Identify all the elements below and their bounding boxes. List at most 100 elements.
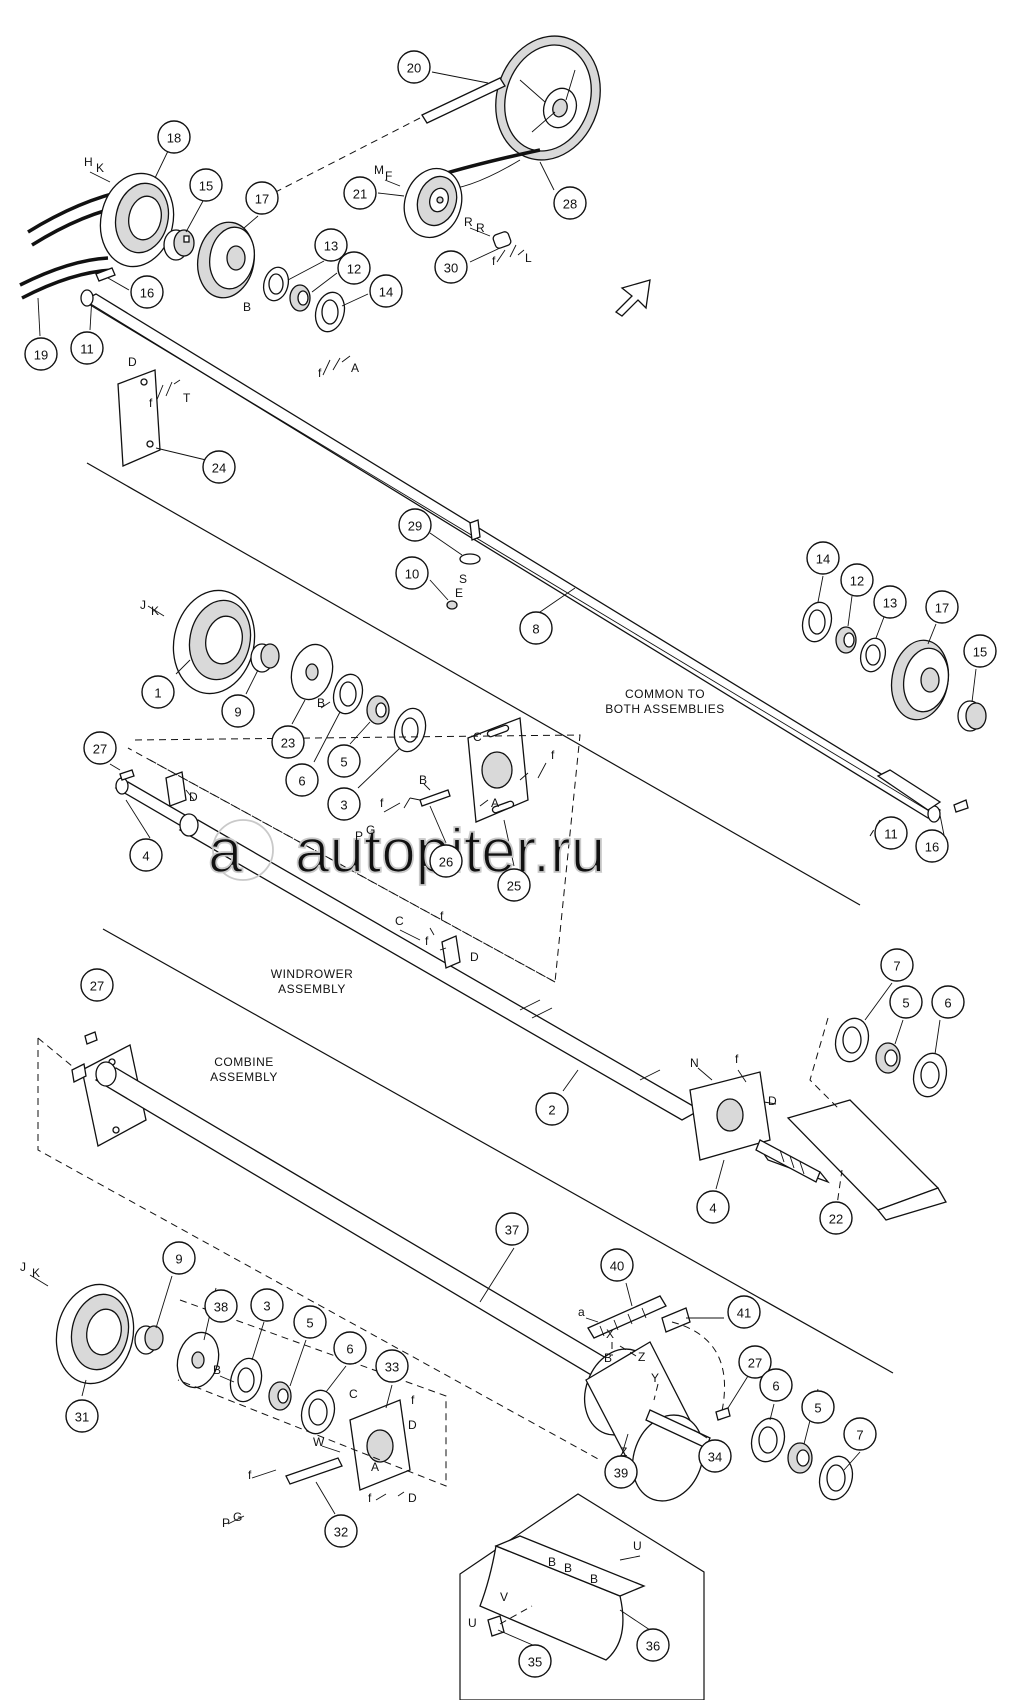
callout-10: 10 xyxy=(395,556,429,590)
reference-letter: f xyxy=(735,1052,739,1066)
reference-letter: a xyxy=(578,1305,585,1319)
callout-13: 13 xyxy=(873,585,907,619)
drive-chain xyxy=(439,148,541,177)
callout-17: 17 xyxy=(245,181,279,215)
callout-number: 6 xyxy=(298,774,305,789)
caption-common-line2: BOTH ASSEMBLIES xyxy=(605,702,725,716)
hub-15 xyxy=(163,229,195,261)
caption-common-line1: COMMON TO xyxy=(625,687,705,701)
callout-41: 41 xyxy=(727,1295,761,1329)
callout-35: 35 xyxy=(518,1644,552,1678)
callout-number: 27 xyxy=(90,979,104,994)
windrower-right-parts xyxy=(562,982,948,1221)
callout-number: 27 xyxy=(748,1356,762,1371)
callout-number: 40 xyxy=(610,1259,624,1274)
reference-letter: B xyxy=(548,1555,556,1569)
callout-number: 16 xyxy=(140,286,154,301)
callout-number: 7 xyxy=(856,1428,863,1443)
caption-combine-line1: COMBINE xyxy=(214,1055,274,1069)
reference-letter: B xyxy=(564,1561,572,1575)
callout-number: 5 xyxy=(814,1401,821,1416)
reference-letter: D xyxy=(768,1094,777,1108)
callout-34: 34 xyxy=(698,1439,732,1473)
callout-11: 11 xyxy=(874,816,908,850)
callout-12: 12 xyxy=(840,563,874,597)
callout-number: 9 xyxy=(234,705,241,720)
callout-7: 7 xyxy=(843,1417,877,1451)
reference-letter: U xyxy=(633,1539,642,1553)
reference-letter: f xyxy=(380,796,384,810)
callout-number: 41 xyxy=(737,1306,751,1321)
callout-number: 30 xyxy=(444,261,458,276)
reference-letter: P xyxy=(355,829,363,843)
callout-25: 25 xyxy=(497,868,531,902)
callout-17: 17 xyxy=(925,590,959,624)
callout-number: 13 xyxy=(324,239,338,254)
callout-8: 8 xyxy=(519,611,553,645)
callout-3: 3 xyxy=(250,1288,284,1322)
sprocket-17 xyxy=(196,221,256,299)
reference-letter: f xyxy=(425,934,429,948)
callout-24: 24 xyxy=(202,450,236,484)
callout-13: 13 xyxy=(314,228,348,262)
callout-16: 16 xyxy=(130,275,164,309)
reference-letter: G xyxy=(366,823,375,837)
callout-number: 4 xyxy=(709,1201,716,1216)
callout-number: 6 xyxy=(346,1342,353,1357)
key-20 xyxy=(421,77,506,124)
reference-letter: L xyxy=(525,251,532,265)
callout-20: 20 xyxy=(397,50,431,84)
reference-letter: B xyxy=(604,1351,612,1365)
reference-letter: B xyxy=(243,300,251,314)
callout-27: 27 xyxy=(80,968,114,1002)
reference-letter: T xyxy=(183,391,191,405)
callout-9: 9 xyxy=(221,694,255,728)
reference-letter: W xyxy=(313,1435,325,1449)
callout-33: 33 xyxy=(375,1349,409,1383)
reference-letter: D xyxy=(408,1491,417,1505)
callout-number: 17 xyxy=(935,601,949,616)
callout-number: 35 xyxy=(528,1655,542,1670)
svg-text:a: a xyxy=(208,817,243,886)
callout-number: 20 xyxy=(407,61,421,76)
callout-number: 11 xyxy=(884,827,898,842)
reference-letter: R xyxy=(476,221,485,235)
reference-letter: C xyxy=(395,914,404,928)
callout-number: 24 xyxy=(212,461,226,476)
caption-windrower-line2: ASSEMBLY xyxy=(278,982,346,996)
reference-letter: Z xyxy=(620,1445,627,1459)
reference-letter: S xyxy=(459,572,467,586)
callout-18: 18 xyxy=(157,120,191,154)
reference-letter: U xyxy=(468,1616,477,1630)
pulley-18 xyxy=(99,172,175,268)
callout-number: 5 xyxy=(306,1316,313,1331)
callout-number: 19 xyxy=(34,348,48,363)
section-dividers xyxy=(86,462,894,1374)
reference-letter: R xyxy=(464,215,473,229)
reference-letter: K xyxy=(32,1266,40,1280)
callout-30: 30 xyxy=(434,250,468,284)
reference-letter: A xyxy=(491,796,499,810)
inset-shield-detail xyxy=(459,1493,705,1700)
callout-number: 5 xyxy=(340,755,347,770)
callout-number: 26 xyxy=(439,855,453,870)
callout-5: 5 xyxy=(889,985,923,1019)
callout-23: 23 xyxy=(271,725,305,759)
reference-letter: B xyxy=(317,696,325,710)
reference-letter: f xyxy=(248,1468,252,1482)
callout-6: 6 xyxy=(931,985,965,1019)
callout-4: 4 xyxy=(129,838,163,872)
reference-letter: N xyxy=(690,1056,699,1070)
divider-common xyxy=(86,462,861,906)
reference-letter: Y xyxy=(651,1371,659,1385)
reference-letter: D xyxy=(408,1418,417,1432)
reference-letter: f xyxy=(440,909,444,923)
divider-windrower xyxy=(102,928,894,1374)
reference-letter: V xyxy=(500,1590,508,1604)
reference-letter: M xyxy=(374,163,384,177)
callout-7: 7 xyxy=(880,948,914,982)
callout-9: 9 xyxy=(162,1241,196,1275)
